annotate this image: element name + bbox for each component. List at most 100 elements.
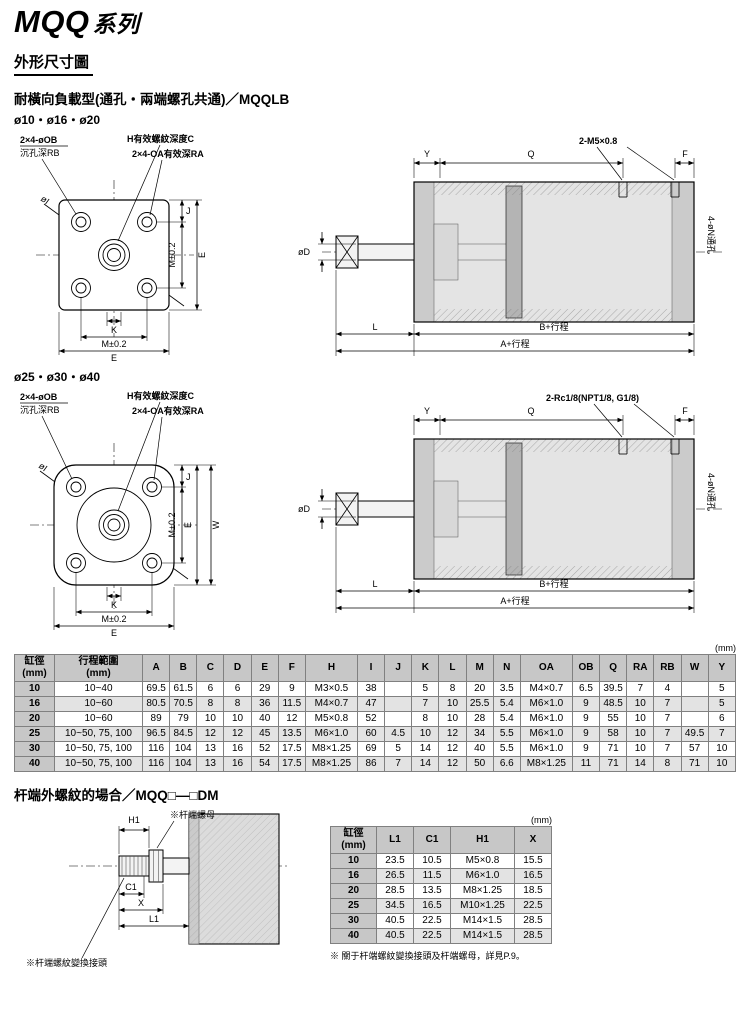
cell: 9 xyxy=(571,740,601,757)
cell: 16.5 xyxy=(514,867,552,884)
port-label: 2-Rc1/8(NPT1/8, G1/8) xyxy=(546,393,639,403)
cell: M4×0.7 xyxy=(304,695,358,712)
cell: 16 xyxy=(223,755,252,772)
cell: 104 xyxy=(169,755,198,772)
effective-depth-label: 2×4-OA有效深RA xyxy=(132,148,204,159)
dim-e-right-label: E xyxy=(197,252,207,258)
cell: 8 xyxy=(196,695,225,712)
front-view-large-bore: 2×4-øOB 沉孔深RB H有效螺紋深度C 2×4-OA有效深RA øI J … xyxy=(20,390,221,638)
cell: 3.5 xyxy=(492,680,521,697)
dim-m-right-label: M±0.2 xyxy=(167,512,177,537)
cell: 40.5 xyxy=(376,927,414,944)
side-section-large-bore: 2-Rc1/8(NPT1/8, G1/8) Y Q F øD 4-øN通孔 xyxy=(298,393,722,613)
cell: 5 xyxy=(707,695,737,712)
dim-f-label: F xyxy=(682,406,688,416)
column-header: 缸徑 (mm) xyxy=(330,825,377,854)
cell: M8×1.25 xyxy=(519,755,573,772)
dim-e-bottom-label: E xyxy=(111,353,117,363)
dim-w-label: W xyxy=(211,520,221,529)
cell: 52 xyxy=(250,740,279,757)
cell: M14×1.5 xyxy=(450,912,515,929)
counterbore-depth-label: 沉孔深RB xyxy=(20,148,60,158)
cell: 10 xyxy=(707,740,737,757)
cell: 80.5 xyxy=(141,695,171,712)
cell: 11 xyxy=(571,755,601,772)
cell: M4×0.7 xyxy=(519,680,573,697)
dim-e-bottom-label: E xyxy=(111,628,117,638)
dim-d-label: øD xyxy=(298,247,310,257)
cell: 7 xyxy=(653,710,682,727)
rod-end-drawing: H1 ※杆端螺母 C1 X L1 ※杆端螺紋變換接頭 xyxy=(26,809,290,968)
cell: 38 xyxy=(356,680,386,697)
cell: 10 xyxy=(707,755,737,772)
row-header: 20 xyxy=(14,710,55,727)
drawings-large-bore: 2×4-øOB 沉孔深RB H有效螺紋深度C 2×4-OA有效深RA øI J … xyxy=(14,387,736,639)
cell: 17.5 xyxy=(277,740,306,757)
subsection-title: 耐橫向負載型(通孔・兩端螺孔共通)／MQQLB xyxy=(14,91,290,107)
cell: 7 xyxy=(653,695,682,712)
cell: 6 xyxy=(707,710,737,727)
port-marks xyxy=(618,438,680,454)
cell: 26.5 xyxy=(376,867,414,884)
column-header: Q xyxy=(599,653,628,682)
cell: 57 xyxy=(680,740,709,757)
dim-l-label: L xyxy=(372,579,377,589)
cell: 4 xyxy=(653,680,682,697)
dim-i-label: øI xyxy=(37,460,49,473)
column-header: I xyxy=(356,653,386,682)
row-header: 10 xyxy=(14,680,55,697)
cell: 28.5 xyxy=(376,882,414,899)
dim-e-right-label: E xyxy=(183,522,193,528)
column-header: K xyxy=(411,653,440,682)
footnote: ※ 關于杆端螺紋變換接頭及杆端螺母，詳見P.9。 xyxy=(330,950,525,961)
column-header: M xyxy=(465,653,494,682)
cell: 116 xyxy=(141,740,171,757)
cell: 10~50, 75, 100 xyxy=(54,725,143,742)
dim-x-label: X xyxy=(138,898,144,908)
row-header: 10 xyxy=(330,852,377,869)
dim-y-label: Y xyxy=(424,149,430,159)
cell: M6×1.0 xyxy=(519,695,573,712)
cell: 10 xyxy=(438,695,467,712)
dim-k-label: K xyxy=(111,325,117,335)
cell: 70.5 xyxy=(169,695,198,712)
cell: 10~50, 75, 100 xyxy=(54,755,143,772)
cell: 14 xyxy=(411,740,440,757)
cell: 54 xyxy=(250,755,279,772)
section-title: 外形尺寸圖 xyxy=(14,51,94,76)
cell: 10 xyxy=(626,740,655,757)
cell: 47 xyxy=(356,695,386,712)
column-header: C1 xyxy=(413,825,451,854)
cell: 18.5 xyxy=(514,882,552,899)
cell: 4.5 xyxy=(384,725,413,742)
row-header: 20 xyxy=(330,882,377,899)
dim-a-stroke-label: A+行程 xyxy=(500,338,529,349)
cell: 10.5 xyxy=(413,852,451,869)
cell: 6.5 xyxy=(571,680,601,697)
cell: 36 xyxy=(250,695,279,712)
cell xyxy=(384,695,413,712)
column-header: RB xyxy=(653,653,682,682)
cell: M5×0.8 xyxy=(304,710,358,727)
cell: 11.5 xyxy=(277,695,306,712)
cell: 49.5 xyxy=(680,725,709,742)
cell: 8 xyxy=(653,755,682,772)
cell: 71 xyxy=(599,755,628,772)
cell: 52 xyxy=(356,710,386,727)
piston xyxy=(505,442,523,575)
cell: M6×1.0 xyxy=(304,725,358,742)
cell: 10 xyxy=(626,695,655,712)
cell: 10~50, 75, 100 xyxy=(54,740,143,757)
dim-k-label: K xyxy=(111,600,117,610)
cell: 61.5 xyxy=(169,680,198,697)
front-view-small-bore: 2×4-øOB 沉孔深RB H有效螺紋深度C 2×4-OA有效深RA øI J … xyxy=(20,133,207,363)
cell: 22.5 xyxy=(514,897,552,914)
cylinder-body-front xyxy=(53,463,175,586)
